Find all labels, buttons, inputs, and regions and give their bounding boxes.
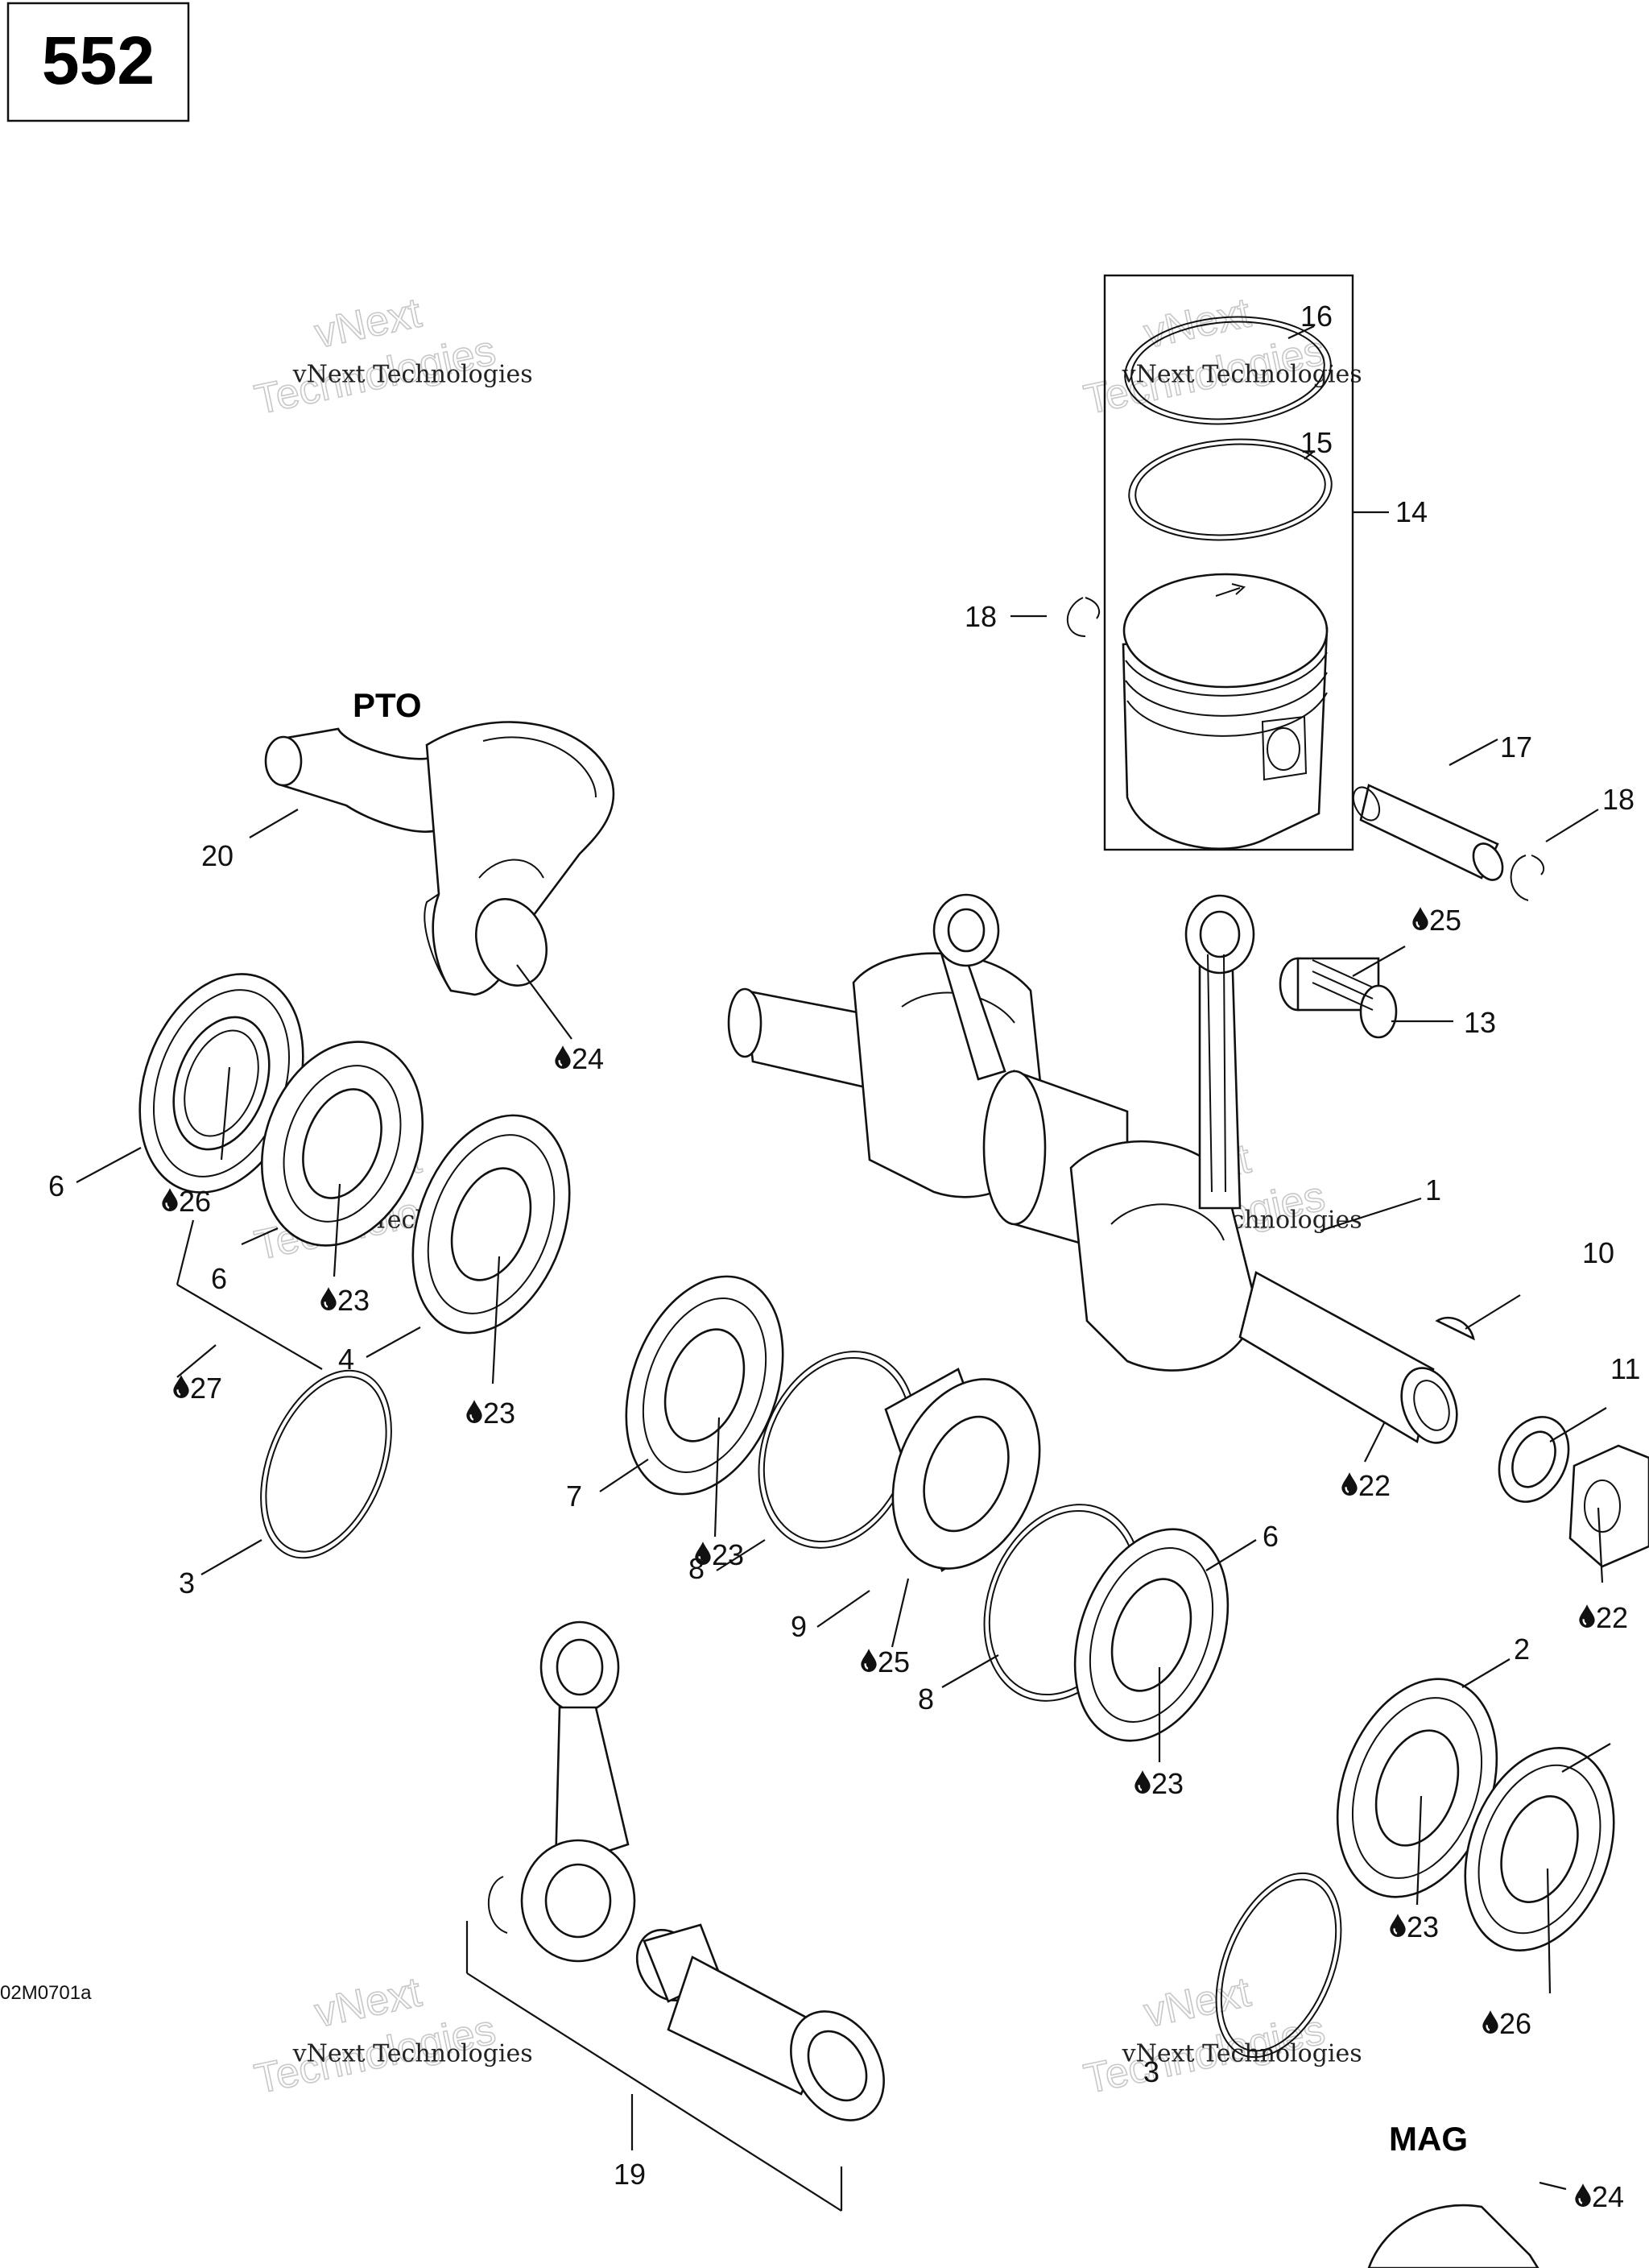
callout: 14 bbox=[1395, 495, 1428, 528]
piston-kit-box bbox=[1103, 274, 1354, 851]
oil-drop-icon bbox=[1574, 2183, 1592, 2207]
callout: 27 bbox=[190, 1372, 222, 1405]
crankshaft-half-pto bbox=[264, 721, 615, 996]
oil-seal-mag bbox=[1464, 1747, 1615, 1951]
ball-bearing-mag bbox=[1336, 1678, 1498, 1898]
o-ring-mag bbox=[1215, 1872, 1342, 2059]
oil-drop-icon bbox=[465, 1399, 483, 1423]
callout: 25 bbox=[1429, 904, 1461, 937]
piston bbox=[1122, 627, 1329, 850]
callout: 25 bbox=[878, 1645, 910, 1678]
callout: 10 bbox=[1582, 1236, 1614, 1269]
callout: 1 bbox=[1425, 1173, 1441, 1206]
lock-washer bbox=[1498, 1416, 1570, 1503]
crankshaft-nut bbox=[1568, 1444, 1649, 1568]
svg-text:vNext Technologies: vNext Technologies bbox=[1122, 361, 1362, 389]
wrist-pin bbox=[1352, 784, 1504, 881]
oil-drop-icon bbox=[1134, 1769, 1151, 1794]
section-label-mag: MAG bbox=[1389, 2120, 1468, 2158]
watermark: vNext Technologies vNext Technologies bbox=[250, 1968, 533, 2104]
oil-seal-pto bbox=[138, 973, 304, 1194]
callout: 24 bbox=[572, 1042, 604, 1075]
page-number-box: 552 bbox=[6, 2, 190, 122]
leader-lines bbox=[76, 325, 1611, 2212]
ball-bearing-mag-inner bbox=[1073, 1528, 1230, 1742]
woodruff-key bbox=[1435, 1316, 1475, 1341]
ball-bearing-pto bbox=[411, 1114, 571, 1335]
callout: 18 bbox=[1602, 783, 1635, 816]
oil-drop-icon bbox=[320, 1286, 337, 1310]
page-number: 552 bbox=[42, 23, 155, 98]
callout: 26 bbox=[1499, 2007, 1531, 2040]
callout: 9 bbox=[791, 1610, 807, 1643]
callout: 3 bbox=[179, 1566, 195, 1600]
center-bearing bbox=[884, 1368, 1041, 1573]
callout: 20 bbox=[201, 839, 234, 872]
callout: 16 bbox=[1300, 300, 1333, 333]
callout: 7 bbox=[566, 1480, 582, 1513]
circlip-right bbox=[1510, 855, 1545, 901]
callout: 3 bbox=[1143, 2055, 1159, 2088]
callout: 26 bbox=[179, 1185, 211, 1218]
watermark: vNext Technologies vNext Technologies bbox=[250, 289, 533, 424]
callout: 19 bbox=[614, 2158, 646, 2191]
needle-bearing-small bbox=[1279, 957, 1398, 1039]
callout: 22 bbox=[1596, 1601, 1628, 1634]
callout: 13 bbox=[1464, 1006, 1496, 1039]
callout: 23 bbox=[337, 1284, 370, 1317]
callout: 6 bbox=[211, 1262, 227, 1295]
callout: 8 bbox=[918, 1682, 934, 1715]
callout: 8 bbox=[688, 1552, 705, 1585]
svg-text:vNext Technologies: vNext Technologies bbox=[292, 2040, 533, 2068]
oil-drop-icon bbox=[860, 1648, 878, 1672]
callout: 23 bbox=[1151, 1767, 1184, 1800]
svg-text:vNext Technologies: vNext Technologies bbox=[292, 361, 533, 389]
piston-assembly bbox=[1066, 274, 1545, 901]
oil-drop-icon bbox=[1341, 1471, 1358, 1496]
callout: 15 bbox=[1300, 426, 1333, 459]
callout: 6 bbox=[1263, 1520, 1279, 1553]
oil-drop-icon bbox=[554, 1045, 572, 1069]
crankshaft-assembly bbox=[727, 893, 1458, 1444]
callout: 4 bbox=[338, 1343, 354, 1376]
oil-drop-icon bbox=[172, 1374, 190, 1398]
callout: 6 bbox=[48, 1169, 64, 1202]
piston-ring-second bbox=[1128, 438, 1333, 541]
roller-bearing bbox=[625, 1275, 784, 1496]
ball-bearing-pto-outer bbox=[260, 1041, 424, 1247]
figure-code: 02M0701a bbox=[0, 1982, 92, 2004]
callout: 24 bbox=[1592, 2180, 1624, 2213]
callout: 22 bbox=[1358, 1469, 1391, 1502]
oil-drop-icon bbox=[161, 1187, 179, 1211]
callout: 17 bbox=[1500, 730, 1532, 764]
callout: 23 bbox=[712, 1538, 744, 1571]
piston-ring-top bbox=[1124, 316, 1332, 425]
callout: 18 bbox=[965, 600, 997, 633]
circlip-left bbox=[1066, 597, 1100, 637]
oil-drop-icon bbox=[1389, 1913, 1407, 1937]
callouts: 16 15 14 18 17 18 25 13 20 24 1 10 6 26 … bbox=[48, 300, 1640, 2213]
crankshaft-half-mag bbox=[1367, 2204, 1539, 2268]
o-ring-pto bbox=[260, 1369, 392, 1559]
oil-drop-icon bbox=[1411, 906, 1429, 930]
callout: 23 bbox=[1407, 1910, 1439, 1943]
section-label-pto: PTO bbox=[353, 686, 422, 724]
callout: 11 bbox=[1610, 1352, 1640, 1385]
connecting-rod-kit bbox=[487, 1620, 885, 2121]
callout: 2 bbox=[1514, 1633, 1530, 1666]
oil-drop-icon bbox=[1482, 2009, 1499, 2034]
callout: 23 bbox=[483, 1397, 515, 1430]
oil-drop-icon bbox=[1578, 1604, 1596, 1628]
